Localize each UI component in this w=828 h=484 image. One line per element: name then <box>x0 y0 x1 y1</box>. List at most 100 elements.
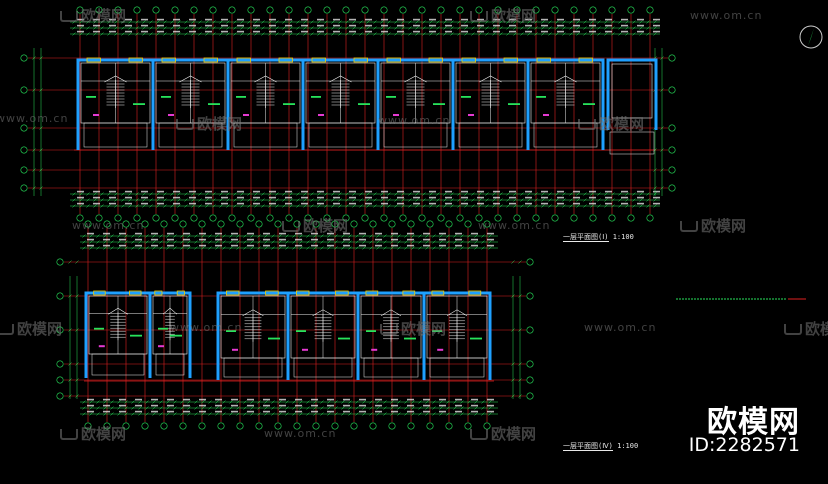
dimension-tick <box>170 192 174 196</box>
dimension-tick <box>611 192 615 196</box>
room-label <box>536 96 546 98</box>
dimension-tick <box>100 32 104 36</box>
sofa-logo-icon <box>60 429 78 440</box>
dimension-text <box>317 202 324 205</box>
dimension-tick <box>327 234 331 238</box>
dimension-text <box>263 410 270 413</box>
axis-bubble <box>456 6 464 14</box>
dimension-text <box>423 410 430 413</box>
dimension-tick <box>324 198 328 202</box>
dimension-tick <box>639 198 643 202</box>
dimension-text <box>397 190 404 193</box>
dimension-text <box>493 196 500 199</box>
courtyard-outline <box>233 122 298 148</box>
dimension-tick <box>506 26 510 30</box>
stair-arrow <box>404 75 427 83</box>
dimension-tick <box>257 234 261 238</box>
dimension-text <box>333 30 340 33</box>
dimension-tick <box>103 400 107 404</box>
dimension-tick <box>310 192 314 196</box>
dimension-text <box>487 244 494 247</box>
dimension-tick <box>163 26 167 30</box>
dimension-tick <box>331 192 335 196</box>
dimension-tick <box>89 234 93 238</box>
dimension-tick <box>548 192 552 196</box>
dimension-tick <box>355 246 359 250</box>
dimension-text <box>327 404 334 407</box>
dimension-tick <box>625 32 629 36</box>
dimension-tick <box>264 234 268 238</box>
dimension-tick <box>75 378 79 382</box>
dimension-tick <box>467 412 471 416</box>
dimension-tick <box>460 406 464 410</box>
dimension-tick <box>68 328 72 332</box>
dimension-text <box>343 244 350 247</box>
axis-bubble <box>152 6 160 14</box>
dimension-tick <box>446 406 450 410</box>
dimension-tick <box>205 198 209 202</box>
dimension-tick <box>163 198 167 202</box>
dimension-tick <box>226 192 230 196</box>
axis-bubble <box>513 6 521 14</box>
dimension-text <box>493 24 500 27</box>
dimension-tick <box>555 26 559 30</box>
dimension-tick <box>75 328 79 332</box>
dimension-tick <box>317 192 321 196</box>
room-label <box>432 330 442 332</box>
courtyard-outline <box>155 353 185 376</box>
axis-bubble <box>255 220 263 228</box>
dimension-tick <box>215 246 219 250</box>
axis-bubble <box>380 6 388 14</box>
dimension-tick <box>198 32 202 36</box>
dimension-tick <box>464 20 468 24</box>
dimension-text <box>151 398 158 401</box>
dimension-tick <box>373 26 377 30</box>
axis-bubble <box>179 422 187 430</box>
dimension-tick <box>541 192 545 196</box>
dimension-tick <box>436 26 440 30</box>
dimension-tick <box>93 32 97 36</box>
dimension-text <box>237 202 244 205</box>
dimension-tick <box>264 412 268 416</box>
dimension-text <box>151 410 158 413</box>
dimension-tick <box>327 400 331 404</box>
dimension-tick <box>401 20 405 24</box>
axis-bubble <box>198 220 206 228</box>
dimension-tick <box>128 198 132 202</box>
room-label <box>296 330 306 332</box>
dimension-text <box>109 190 116 193</box>
dimension-tick <box>394 204 398 208</box>
axis-bubble <box>198 422 206 430</box>
dimension-tick <box>404 412 408 416</box>
courtyard-outline <box>533 122 598 148</box>
dimension-tick <box>653 186 657 190</box>
dimension-tick <box>429 198 433 202</box>
dimension-tick <box>82 406 86 410</box>
dimension-tick <box>131 412 135 416</box>
dimension-text <box>413 202 420 205</box>
dimension-tick <box>100 204 104 208</box>
dimension-tick <box>327 406 331 410</box>
dimension-tick <box>310 32 314 36</box>
dimension-tick <box>639 32 643 36</box>
dimension-tick <box>131 406 135 410</box>
dimension-tick <box>75 362 79 366</box>
room-label <box>583 103 595 105</box>
dimension-tick <box>362 400 366 404</box>
dimension-tick <box>320 406 324 410</box>
dimension-text <box>461 18 468 21</box>
dimension-text <box>381 24 388 27</box>
dimension-tick <box>285 234 289 238</box>
dimension-tick <box>348 400 352 404</box>
dimension-tick <box>39 168 43 172</box>
dimension-tick <box>443 32 447 36</box>
dimension-tick <box>131 240 135 244</box>
axis-bubble <box>437 6 445 14</box>
dimension-tick <box>240 204 244 208</box>
dimension-text <box>541 24 548 27</box>
dimension-text <box>215 410 222 413</box>
watermark-site: www.om.cn <box>378 114 451 127</box>
dimension-text <box>317 190 324 193</box>
axis-bubble <box>399 214 407 222</box>
